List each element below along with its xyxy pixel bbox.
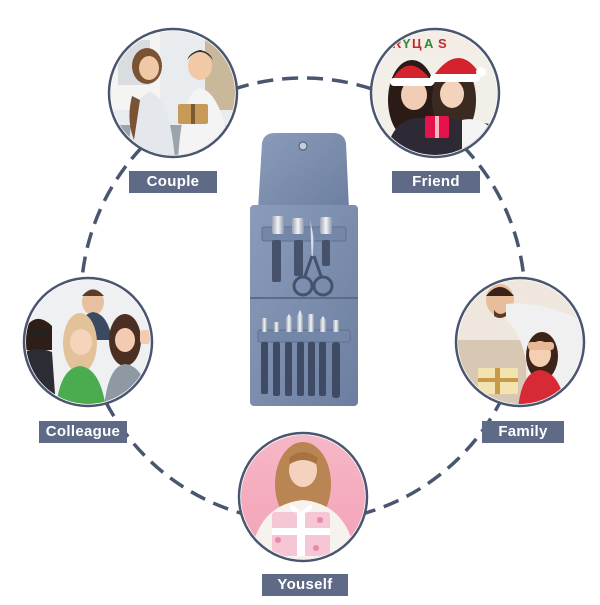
label-family: Family: [482, 421, 564, 443]
scissors: [292, 218, 334, 297]
svg-text:A: A: [424, 36, 434, 51]
svg-text:S: S: [438, 36, 447, 51]
label-couple: Couple: [129, 171, 217, 193]
woman-holding-gift-photo: [237, 431, 369, 563]
colleagues-group-photo: [22, 276, 154, 408]
label-yourself: Youself: [262, 574, 348, 596]
snap-button-icon: [298, 141, 308, 151]
father-daughter-gift-photo: [454, 276, 586, 408]
couple-photo: [107, 27, 239, 159]
manicure-kit-case: [250, 133, 358, 406]
svg-text:Ц: Ц: [412, 36, 422, 51]
nail-clippers: [272, 216, 332, 282]
label-colleague: Colleague: [39, 421, 127, 443]
label-friend: Friend: [392, 171, 480, 193]
friends-santa-hats-photo: R Y Ц A S: [369, 27, 501, 159]
svg-text:Y: Y: [402, 36, 411, 51]
nail-tools-set: [261, 310, 340, 398]
